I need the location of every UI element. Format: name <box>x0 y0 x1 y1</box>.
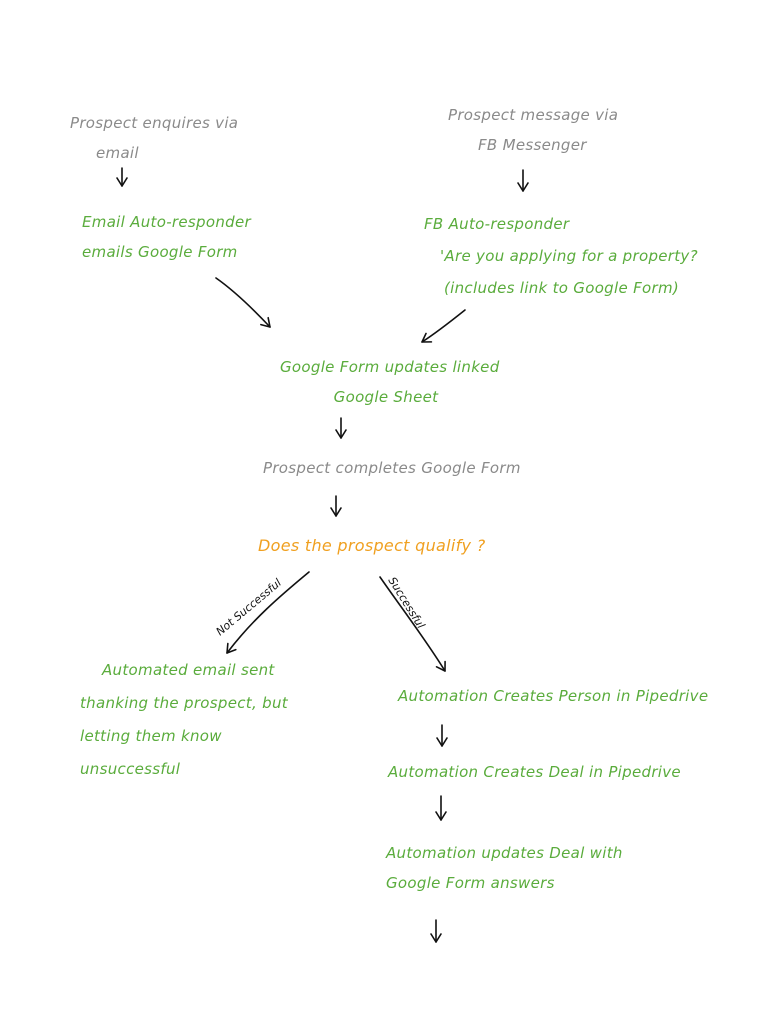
node-line: Does the prospect qualify ? <box>258 536 486 555</box>
arrow-not-successful <box>226 571 310 654</box>
node-line: unsuccessful <box>80 760 181 778</box>
arrow-fb-autoresponder-to-form <box>421 309 466 343</box>
arrow-email-autoresponder-to-form <box>215 277 271 328</box>
node-line: Prospect completes Google Form <box>263 459 521 477</box>
node-line: Google Sheet <box>333 388 439 406</box>
node-unsuccessful-email: Automated email sent thanking the prospe… <box>80 654 288 786</box>
node-email-autoresponder: Email Auto-responder emails Google Form <box>82 207 251 267</box>
node-line: Automation Creates Deal in Pipedrive <box>388 763 681 781</box>
node-line: Email Auto-responder <box>82 213 251 231</box>
node-create-person: Automation Creates Person in Pipedrive <box>398 681 708 711</box>
node-line: Prospect enquires via <box>70 114 239 132</box>
node-line: Automation Creates Person in Pipedrive <box>398 687 709 705</box>
node-line: letting them know <box>80 727 222 745</box>
node-line: Google Form answers <box>386 874 555 892</box>
node-qualify-question: Does the prospect qualify ? <box>258 531 486 561</box>
node-prospect-fb: Prospect message via FB Messenger <box>448 100 618 160</box>
node-line: FB Messenger <box>478 136 587 154</box>
node-line: email <box>96 144 139 162</box>
node-prospect-completes: Prospect completes Google Form <box>263 453 521 483</box>
node-fb-autoresponder: FB Auto-responder 'Are you applying for … <box>424 208 698 304</box>
node-prospect-email: Prospect enquires via email <box>70 108 238 168</box>
edge-label-successful: Successful <box>385 575 427 631</box>
node-update-deal: Automation updates Deal with Google Form… <box>386 838 623 898</box>
edge-label-not-successful: Not Successful <box>214 576 284 638</box>
node-google-form-sheet: Google Form updates linked Google Sheet <box>280 352 500 412</box>
arrow-successful <box>379 576 446 672</box>
node-create-deal: Automation Creates Deal in Pipedrive <box>388 757 681 787</box>
node-line: Automated email sent <box>102 661 275 679</box>
node-line: emails Google Form <box>82 243 238 261</box>
node-line: Prospect message via <box>448 106 619 124</box>
node-line: Google Form updates linked <box>280 358 500 376</box>
node-line: 'Are you applying for a property? <box>440 247 698 265</box>
node-line: FB Auto-responder <box>424 215 570 233</box>
node-line: thanking the prospect, but <box>80 694 288 712</box>
node-line: Automation updates Deal with <box>386 844 623 862</box>
node-line: (includes link to Google Form) <box>444 279 680 297</box>
